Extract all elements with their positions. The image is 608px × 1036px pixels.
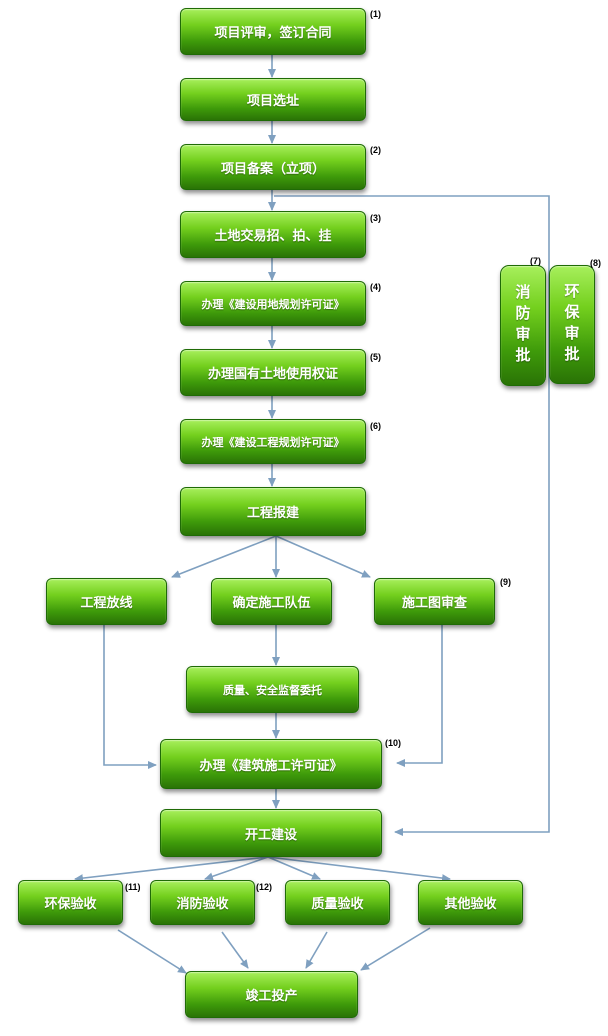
arrow-drawing-to-permit — [396, 625, 443, 767]
step-number-4: (4) — [370, 282, 381, 292]
box-construction-permit: 办理《建筑施工许可证》 — [160, 739, 382, 789]
arrow-to-env-acceptance — [74, 856, 269, 883]
box-fire-acceptance: 消防验收 — [150, 880, 255, 925]
arrow-layout-to-permit — [103, 625, 157, 769]
step-number-7: (7) — [530, 256, 541, 266]
arrow-env-to-completion — [117, 929, 187, 974]
step-number-5: (5) — [370, 352, 381, 362]
box-land-use-planning-permit: 办理《建设用地规划许可证》 — [180, 281, 366, 326]
arrow-to-fire-acceptance — [204, 856, 269, 881]
box-quality-acceptance: 质量验收 — [285, 880, 390, 925]
box-drawing-review: 施工图审查 — [374, 578, 495, 625]
box-start-construction: 开工建设 — [160, 809, 382, 857]
arrow-to-other-acceptance — [267, 856, 451, 883]
step-number-2: (2) — [370, 145, 381, 155]
arrow-to-drawing — [275, 535, 371, 578]
step-number-12: (12) — [256, 882, 273, 892]
box-layout-setting-out: 工程放线 — [46, 578, 167, 625]
arrow-to-layout — [171, 535, 277, 578]
arrow-quality-to-completion — [305, 931, 328, 969]
arrow-to-quality-acceptance — [267, 856, 321, 880]
box-select-contractor: 确定施工队伍 — [211, 578, 332, 625]
box-other-acceptance: 其他验收 — [418, 880, 523, 925]
box-project-application: 工程报建 — [180, 487, 366, 536]
box-project-filing: 项目备案（立项） — [180, 144, 366, 190]
box-completion: 竣工投产 — [185, 971, 358, 1018]
box-quality-safety-supervision: 质量、安全监督委托 — [186, 666, 359, 713]
box-env-acceptance: 环保验收 — [18, 880, 123, 925]
arrow-other-to-completion — [360, 927, 431, 971]
step-number-1: (1) — [370, 9, 381, 19]
step-number-9: (9) — [500, 577, 511, 587]
box-site-selection: 项目选址 — [180, 78, 366, 121]
step-number-6: (6) — [370, 421, 381, 431]
step-number-11: (11) — [125, 882, 141, 892]
arrow-approval-loop — [274, 195, 550, 836]
box-engineering-planning-permit: 办理《建设工程规划许可证》 — [180, 419, 366, 464]
arrow-fire-to-completion — [221, 931, 249, 969]
box-land-trading: 土地交易招、拍、挂 — [180, 211, 366, 258]
box-land-use-right-cert: 办理国有土地使用权证 — [180, 349, 366, 396]
step-number-8: (8) — [590, 258, 601, 268]
box-fire-approval: 消防审批 — [500, 265, 546, 386]
step-number-3: (3) — [370, 213, 381, 223]
box-project-review: 项目评审，签订合同 — [180, 8, 366, 55]
box-env-approval: 环保审批 — [549, 265, 595, 384]
step-number-10: (10) — [385, 738, 402, 748]
